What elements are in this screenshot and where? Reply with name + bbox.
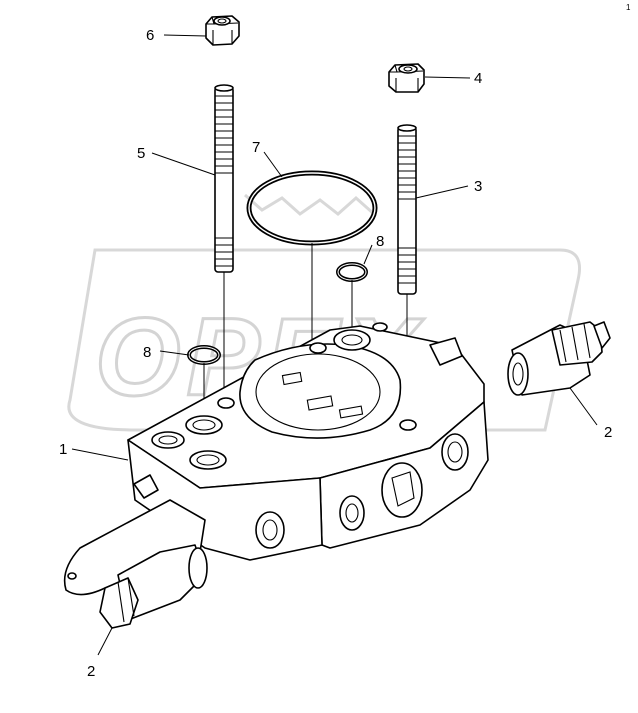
part-3-stud-bolt [397,124,417,295]
callout-1: 1 [59,441,67,458]
part-1-valve-body [63,322,489,596]
callout-5: 5 [137,145,145,162]
callout-7: 7 [252,139,260,156]
callout-2-left: 2 [87,663,95,680]
callout-8-left: 8 [143,344,151,361]
callout-3: 3 [474,178,482,195]
callout-6: 6 [146,27,154,44]
callout-4: 4 [474,70,482,87]
callout-8-right: 8 [376,233,384,250]
callout-labels: 6 4 5 7 3 8 8 1 2 2 [59,27,612,680]
part-2-cartridge-right [507,321,611,396]
leader-lines [71,34,598,656]
corner-mark: 1 [626,3,631,12]
part-2-cartridge-left [99,544,208,629]
part-6-hex-nut [205,15,240,46]
part-8-small-o-ring-right [336,262,368,282]
part-4-hex-nut [388,63,425,93]
part-5-stud-bolt [214,84,234,273]
callout-2-right: 2 [604,424,612,441]
